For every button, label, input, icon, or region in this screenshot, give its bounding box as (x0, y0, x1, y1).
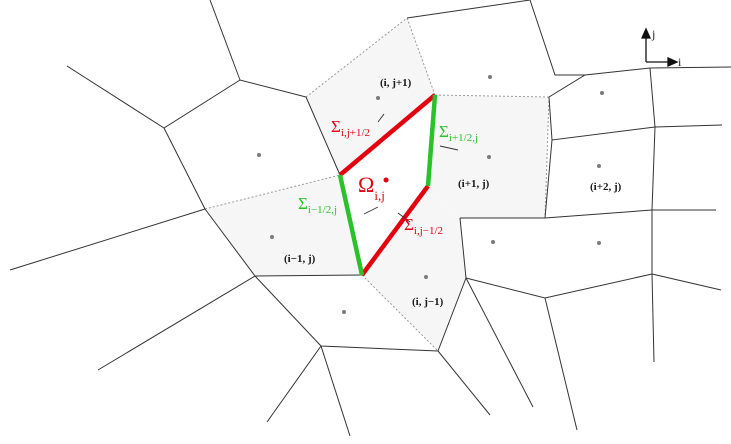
axis-i-label: i (678, 55, 682, 69)
center-dot (424, 275, 428, 279)
center-symbol: Ω (358, 172, 374, 197)
face-bottom-subscript: i,j−1/2 (414, 225, 443, 237)
face-top-red (338, 93, 437, 177)
center-dot (597, 164, 601, 168)
face-top-symbol: Σ (331, 117, 341, 136)
center-subscript: i,j (374, 188, 384, 203)
label-cell-right2: (i+2, j) (590, 181, 622, 193)
center-label: Ωi,j (358, 172, 385, 203)
face-label-top: Σi,j+1/2 (331, 117, 370, 139)
face-label-bottom: Σi,j−1/2 (404, 215, 443, 237)
cell-up (306, 18, 435, 175)
face-bottom-red (360, 184, 430, 277)
label-cell-left: (i−1, j) (284, 253, 316, 265)
normal-arrows (363, 113, 459, 223)
center-dot (597, 241, 601, 245)
mesh-edges (9, 0, 731, 437)
face-left-green (337, 174, 365, 276)
center-dot (491, 240, 495, 244)
label-cell-right: (i+1, j) (458, 178, 490, 190)
control-volume (337, 93, 438, 277)
center-dot (487, 155, 491, 159)
face-left-subscript: i−1/2,j (308, 204, 337, 216)
face-right-green (425, 94, 438, 187)
dotted-edges (204, 17, 550, 352)
face-label-left: Σi−1/2,j (298, 194, 337, 216)
center-dot (342, 310, 346, 314)
face-label-right: Σi+1/2,j (439, 122, 478, 144)
axis-j-label: j (651, 27, 655, 41)
center-dot (257, 153, 261, 157)
label-cell-up: (i, j+1) (380, 77, 412, 89)
cell-centers (257, 75, 604, 314)
cell-down (362, 186, 466, 351)
center-dot (488, 75, 492, 79)
face-top-subscript: i,j+1/2 (341, 127, 370, 139)
arrow-up-icon (640, 27, 652, 39)
shaded-cells (205, 18, 549, 351)
cell-left (205, 175, 362, 276)
center-dot (376, 96, 380, 100)
face-right-subscript: i+1/2,j (449, 132, 478, 144)
arrow-right-icon (667, 56, 679, 68)
face-bottom-symbol: Σ (404, 215, 414, 234)
face-left-symbol: Σ (298, 194, 308, 213)
center-dot (270, 235, 274, 239)
central-center-dot (383, 177, 389, 183)
axis-indicator (640, 27, 679, 68)
center-dot (600, 91, 604, 95)
label-cell-down: (i, j−1) (412, 296, 444, 308)
face-right-symbol: Σ (439, 122, 449, 141)
